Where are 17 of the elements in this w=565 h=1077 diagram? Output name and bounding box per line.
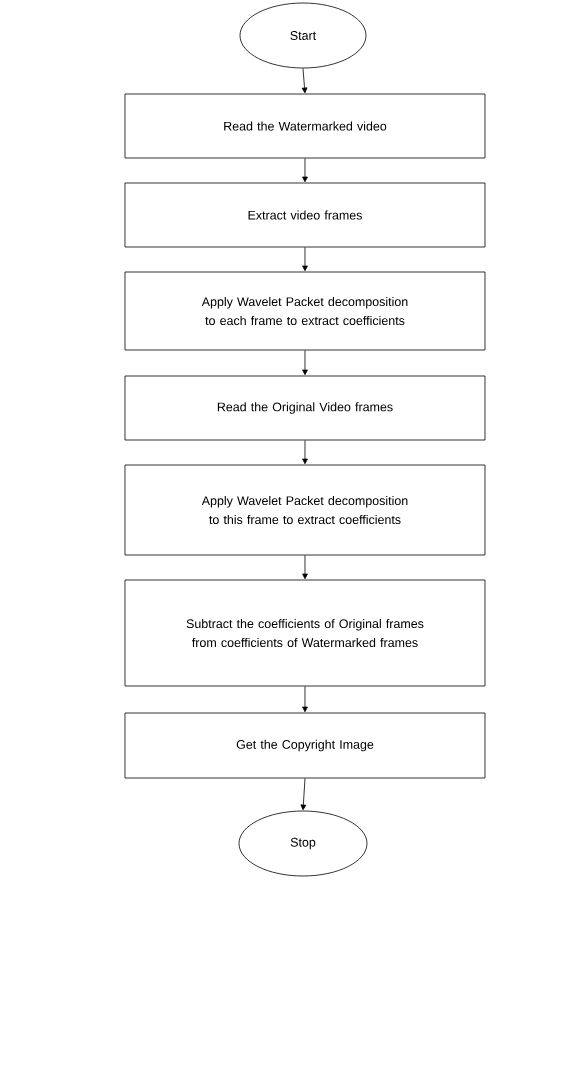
arrow: [302, 686, 308, 713]
arrow: [302, 158, 308, 183]
process-box: Extract video frames: [124, 182, 486, 248]
arrow: [301, 68, 308, 94]
arrow: [302, 440, 308, 465]
arrow: [302, 350, 308, 376]
process-box: Read the Original Video frames: [124, 375, 486, 441]
terminal-oval: Stop: [238, 810, 368, 877]
process-box: Apply Wavelet Packet decomposition to this frame to extract coefficients: [124, 464, 486, 556]
terminal-oval: Start: [239, 2, 367, 69]
process-box: Read the Watermarked video: [124, 93, 486, 159]
process-box: Get the Copyright Image: [124, 712, 486, 779]
process-box: Subtract the coefficients of Original frames from coefficients of Watermarked frames: [124, 579, 486, 687]
arrow: [302, 555, 308, 580]
process-box: Apply Wavelet Packet decomposition to each frame to extract coefficients: [124, 271, 486, 351]
arrow: [302, 247, 308, 272]
arrow: [300, 778, 307, 811]
